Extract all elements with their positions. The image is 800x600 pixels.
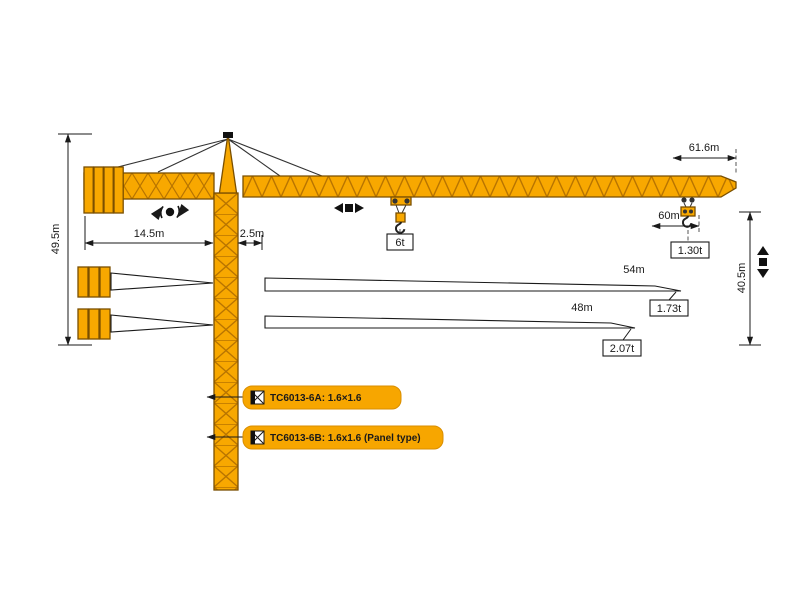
tip-block-sheave [689,209,693,214]
dim-jib-offset: 2.5m [237,228,264,250]
hoist-icon [757,246,769,278]
counterweight-slab [113,166,124,214]
counterweight-slab [103,166,114,214]
tower-head-cap [223,132,233,138]
tie-bars [109,138,323,177]
dim-counter-jib-label: 14.5m [134,228,165,240]
load-1-30t-label: 1.30t [678,245,702,257]
load-1-73t-label: 1.73t [657,303,681,315]
arrow-down-icon [757,269,769,278]
dim-max-radius-label: 60m [658,210,679,222]
trolley-body [390,196,412,206]
legend-item-b: TC6013-6B: 1.6x1.6 (Panel type) [206,425,444,450]
arrow-right-icon [355,203,364,213]
dim-counter-jib: 14.5m [84,216,214,250]
load-1-30t-box [670,241,710,259]
counterweight-slab [77,308,89,340]
hoist-square-icon [759,258,767,266]
counterweight-slab [99,266,111,298]
legend-b-label: TC6013-6B: 1.6x1.6 (Panel type) [270,433,421,444]
counterweight-main [83,166,124,214]
counter-jib-option-outline [110,272,214,291]
hook-icon [394,221,406,234]
jib [242,175,737,198]
mast-lattice [213,192,239,491]
dim-tower-height: 49.5m [50,133,92,346]
counterweight-slab [88,308,100,340]
counter-jib-option-outline [110,314,214,333]
jib-variant-54m-label: 54m [623,264,644,276]
legend-a-label: TC6013-6A: 1.6×1.6 [270,393,362,404]
counterweight-slab [88,266,100,298]
hook-block [395,212,406,223]
legend-item-a: TC6013-6A: 1.6×1.6 [206,385,402,410]
mast-section-icon-spine [251,431,255,444]
trolley-hook-assembly [390,196,412,234]
hoist-ropes [395,204,407,214]
slewing-arc-right [176,204,190,219]
load-2-07t-label: 2.07t [610,343,634,355]
dim-max-radius: 60m [651,210,700,233]
load-6t: 6t [386,229,414,251]
load-1-73t-box [649,299,689,317]
slewing-center-dot [165,207,175,217]
jib-variant-48m-label: 48m [571,302,592,314]
counterweight-option-2 [77,308,214,340]
counterweight-slab [83,166,94,214]
legend-a-box [242,385,402,410]
counterweight-slab [99,308,111,340]
arrow-up-icon [757,246,769,255]
load-1-30t: 1.30t [670,230,710,259]
mast-section-icon-spine [251,391,255,404]
dim-hook-height: 40.5m [736,211,761,346]
jib-lattice [242,175,737,198]
load-2-07t-leader [622,328,632,341]
arrow-left-icon [334,203,343,213]
counterweight-option-1 [77,266,214,298]
tip-pulley [681,197,687,203]
dim-jib-offset-label: 2.5m [240,228,264,240]
dim-tower-height-label: 49.5m [50,224,62,255]
jib-variant-54m: 54m 1.73t [264,264,689,317]
slewing-icon [150,204,190,220]
trolley-pulley [392,198,398,204]
tip-block-sheave [683,209,687,214]
trolley-square-icon [345,204,353,212]
dim-tower-height-ticks [58,133,92,346]
tip-pulley [689,197,695,203]
trolley-travel-icon [334,203,364,213]
jib-variant-48m-outline [264,315,636,329]
tip-ropes [683,202,693,208]
trolley-pulley [404,198,410,204]
load-2-07t-box [602,339,642,357]
tower-mast [213,192,239,491]
load-1-73t-leader [668,291,677,301]
load-6t-label: 6t [395,237,404,249]
dim-total-span: 61.6m [672,142,737,175]
legend-b-box [242,425,444,450]
counterweight-slab [93,166,104,214]
tie-bar-lines [109,138,323,177]
dim-hook-height-label: 40.5m [736,263,748,294]
jib-variant-54m-outline [264,277,682,292]
jib-variant-48m: 48m 2.07t [264,302,642,357]
dim-total-span-label: 61.6m [689,142,720,154]
load-6t-box [386,233,414,251]
slewing-arc-left [150,205,164,220]
counterweight-slab [77,266,89,298]
